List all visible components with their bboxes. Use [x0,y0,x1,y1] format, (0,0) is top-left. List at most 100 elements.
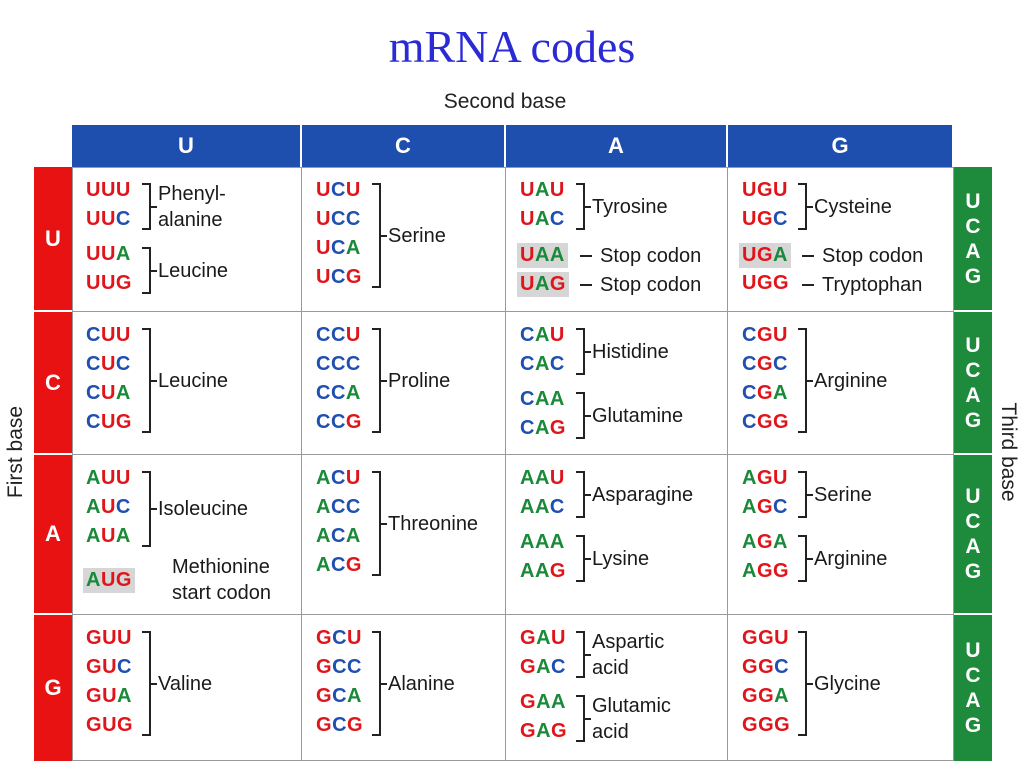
bracket [576,631,585,678]
bracket-stub [807,557,813,560]
nucleotide: G [316,656,333,678]
nucleotide: G [345,411,362,433]
amino-acid-label-line: Tyrosine [592,195,668,218]
amino-acid-label: Valine [158,671,212,697]
amino-acid-label-line: Arginine [814,547,888,570]
nucleotide: G [549,417,566,439]
nucleotide: G [758,627,775,649]
amino-acid-label: Stop codon [822,243,923,269]
nucleotide: C [549,496,565,518]
codon: CCC [316,353,361,376]
codon: GGC [742,656,789,679]
nucleotide: C [773,353,788,375]
bracket [372,183,381,288]
nucleotide: U [100,272,116,294]
nucleotide: A [534,244,550,266]
second-base-header-c: C [302,125,506,167]
amino-acid-label-line: Tryptophan [822,274,923,296]
nucleotide: C [520,417,535,439]
nucleotide: C [345,353,361,375]
nucleotide: A [742,531,757,553]
first-base-label: First base [4,405,27,499]
nucleotide: C [551,656,566,678]
nucleotide: A [316,554,331,576]
codon: GCU [316,627,362,650]
nucleotide: G [86,656,103,678]
bracket-stub [585,653,591,656]
third-base-letter: A [965,535,981,558]
nucleotide: C [330,266,346,288]
nucleotide: A [536,720,552,742]
nucleotide: U [102,685,118,707]
nucleotide: G [86,685,103,707]
nucleotide: U [117,627,132,649]
amino-acid-label-line: Stop codon [600,245,702,267]
amino-acid-label: Stop codon [600,243,701,269]
nucleotide: C [549,208,565,230]
bracket-stub [381,522,387,525]
codon: UUG [86,272,132,295]
nucleotide: C [115,208,131,230]
codon: CAA [520,388,565,411]
nucleotide: A [345,525,361,547]
codon: UCU [316,179,361,202]
nucleotide: A [86,467,101,489]
nucleotide: A [534,496,550,518]
nucleotide: G [520,720,537,742]
nucleotide: U [100,382,116,404]
nucleotide: G [117,714,134,736]
codon: CCA [316,382,361,405]
bracket [798,183,807,230]
nucleotide: G [520,691,537,713]
bracket [372,471,381,576]
nucleotide: A [534,273,550,295]
codon: GUC [86,656,132,679]
nucleotide: A [773,531,788,553]
amino-acid-label-line: Leucine [158,259,229,282]
nucleotide: U [345,324,361,346]
nucleotide: A [774,685,790,707]
third-base-letter: C [965,510,981,533]
amino-acid-label: Serine [388,223,446,249]
bracket-stub [151,269,157,272]
first-base-header-g: G [34,615,72,761]
codon: ACU [316,467,361,490]
nucleotide: G [756,531,774,553]
bracket [372,631,381,736]
amino-acid-label-line: Cysteine [814,195,892,218]
nucleotide: U [316,179,331,201]
bracket [576,471,585,518]
nucleotide: C [742,382,757,404]
nucleotide: G [86,627,103,649]
codon-cell [506,312,728,455]
bracket-stub [381,234,387,237]
nucleotide: C [332,627,348,649]
nucleotide: C [742,411,757,433]
nucleotide: U [549,467,565,489]
codon-cell [506,167,728,312]
bracket [576,392,585,439]
codon-cell [728,615,954,761]
nucleotide: U [347,627,362,649]
nucleotide: U [316,237,331,259]
nucleotide: U [102,714,118,736]
codon: CUC [86,353,131,376]
nucleotide: A [742,496,757,518]
bracket [798,328,807,433]
amino-acid-label: Asparagine [592,482,693,508]
nucleotide: U [86,272,101,294]
amino-acid-label-line: Asparagine [592,483,694,506]
codon-cell [728,455,954,615]
nucleotide: A [316,467,331,489]
nucleotide: A [534,531,550,553]
nucleotide: G [316,714,333,736]
amino-acid-label-line: Valine [158,672,213,695]
nucleotide: C [330,324,346,346]
amino-acid-label-line: Serine [388,224,446,247]
second-base-header-a: A [506,125,728,167]
third-base-letter: U [965,189,981,213]
bracket-stub [381,682,387,685]
nucleotide: U [742,179,757,201]
